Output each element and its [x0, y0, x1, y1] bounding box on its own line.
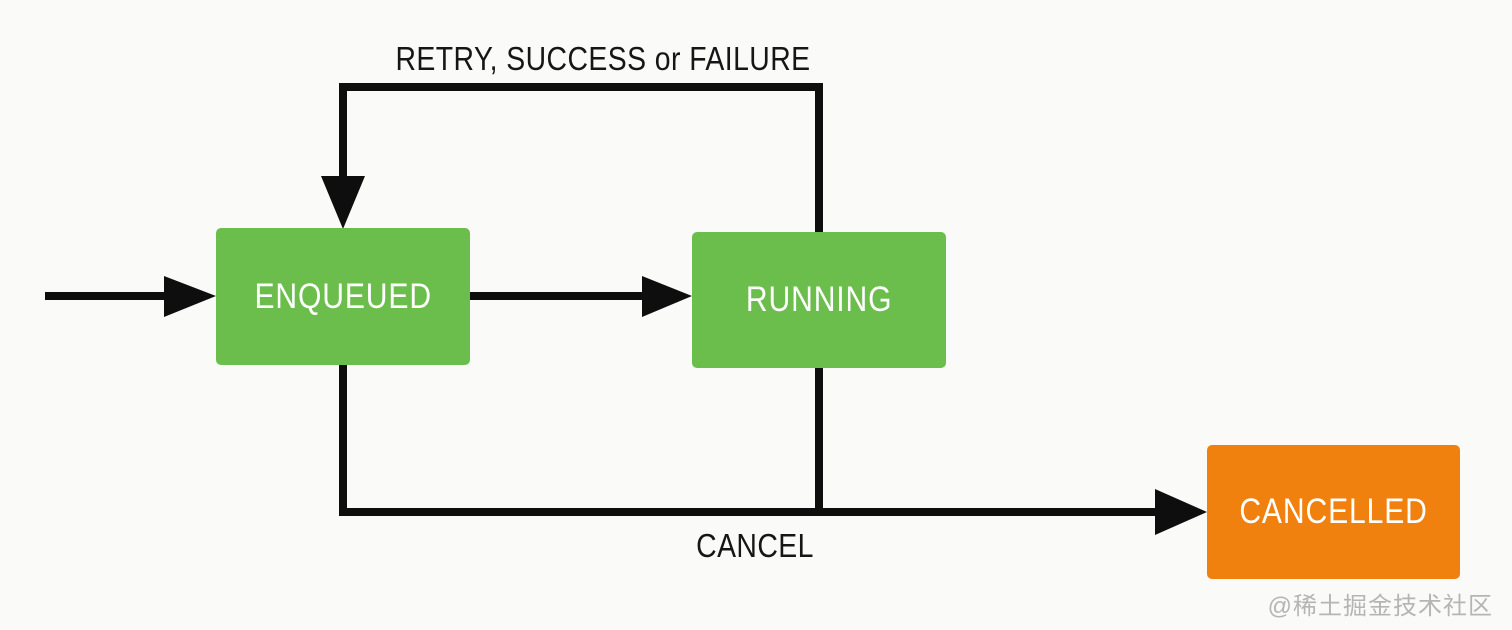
state-label-enqueued: ENQUEUED	[254, 276, 432, 316]
cancel-arrow	[339, 365, 1207, 535]
state-label-running: RUNNING	[745, 280, 893, 319]
retry-loop-arrow	[321, 83, 823, 232]
cancel-transition-label-text: CANCEL	[696, 527, 814, 564]
entry-arrow	[45, 276, 216, 317]
cancel-transition-label: CANCEL	[687, 527, 824, 565]
watermark: @稀土掘金技术社区	[1267, 593, 1493, 620]
state-box-cancelled: CANCELLED	[1207, 445, 1460, 579]
state-box-enqueued: ENQUEUED	[216, 228, 470, 365]
enqueued-to-running-arrow	[470, 276, 692, 317]
retry-transition-label-text: RETRY, SUCCESS or FAILURE	[395, 40, 811, 77]
state-label-cancelled: CANCELLED	[1239, 492, 1428, 531]
retry-transition-label: RETRY, SUCCESS or FAILURE	[362, 40, 845, 78]
state-box-running: RUNNING	[692, 232, 946, 368]
